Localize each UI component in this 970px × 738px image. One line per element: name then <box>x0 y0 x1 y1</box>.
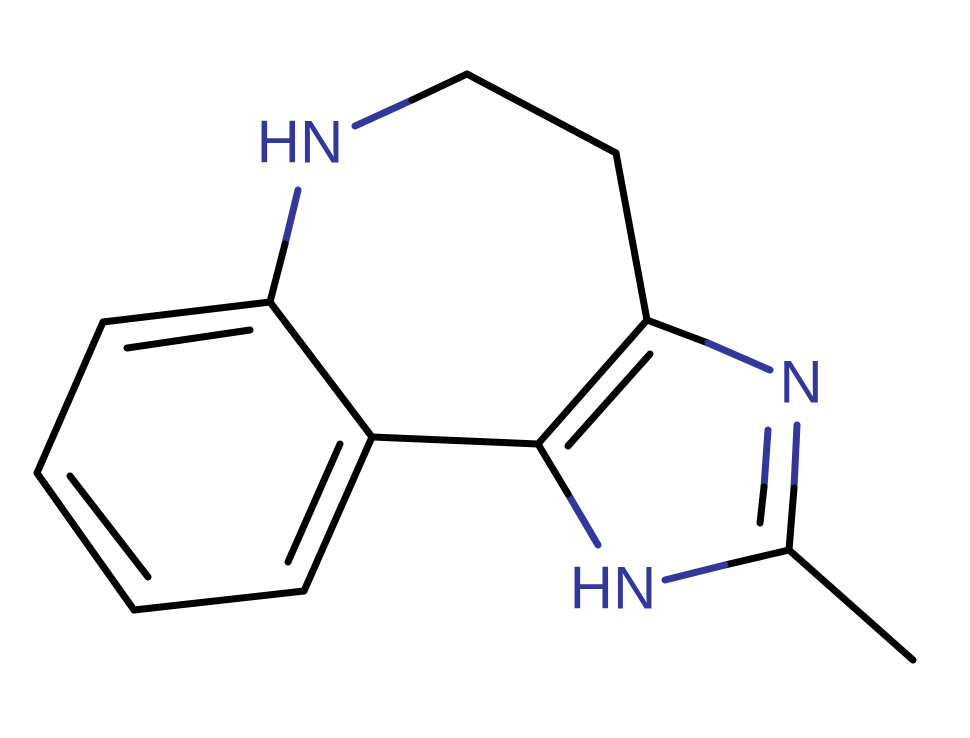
bond-benzene-1-inner <box>123 326 254 352</box>
bond-benzene-5-inner <box>284 440 344 566</box>
bond-ch2-ch2 <box>463 70 620 157</box>
bond-imidazole-cn-double-inner-c <box>756 483 768 527</box>
bond-methyl <box>785 546 917 664</box>
bond-benzene-6 <box>266 298 376 441</box>
bond-layer <box>33 70 917 664</box>
bond-ch2-to-ring-carbon <box>612 149 651 324</box>
bond-imidazole-cn-double-c-part <box>785 484 798 554</box>
bond-aryl-to-imidazole <box>368 433 542 448</box>
bond-imidazole-c-to-n-n-part <box>704 339 774 374</box>
atom-label-azepine-nh: HN <box>257 109 344 176</box>
bond-imidazole-cn-double-inner-n <box>760 426 772 491</box>
bond-imidazole-nh-to-c-c-part <box>534 440 572 498</box>
bond-benzene-3 <box>33 469 138 614</box>
bond-nh-to-ch2-n-part <box>351 96 416 130</box>
bond-benzene-4 <box>130 587 308 614</box>
bond-nh-to-ch2-c-part <box>408 70 471 104</box>
bond-imidazole-c-to-nh-n-part <box>661 561 729 584</box>
bond-nh-to-aryl-c-part <box>266 240 289 306</box>
atom-label-layer: HN N HN <box>257 109 823 622</box>
bond-nh-to-aryl-n-part <box>281 186 302 248</box>
bond-imidazole-cc-double-inner <box>564 350 654 450</box>
bond-imidazole-cc-double <box>534 316 651 448</box>
atom-label-imidazole-n: N <box>779 349 822 416</box>
bond-imidazole-c-to-n-c-part <box>643 316 712 347</box>
atom-label-imidazole-nh: HN <box>570 555 657 622</box>
bond-benzene-2 <box>33 318 107 477</box>
bond-benzene-5 <box>300 433 376 595</box>
bond-imidazole-c-to-nh-c-part <box>721 546 793 569</box>
bond-benzene-3-inner <box>66 472 152 581</box>
bond-benzene-1 <box>99 298 274 326</box>
bond-imidazole-nh-to-c-n-part <box>564 490 602 549</box>
bond-imidazole-cn-double-n-part <box>790 421 801 492</box>
